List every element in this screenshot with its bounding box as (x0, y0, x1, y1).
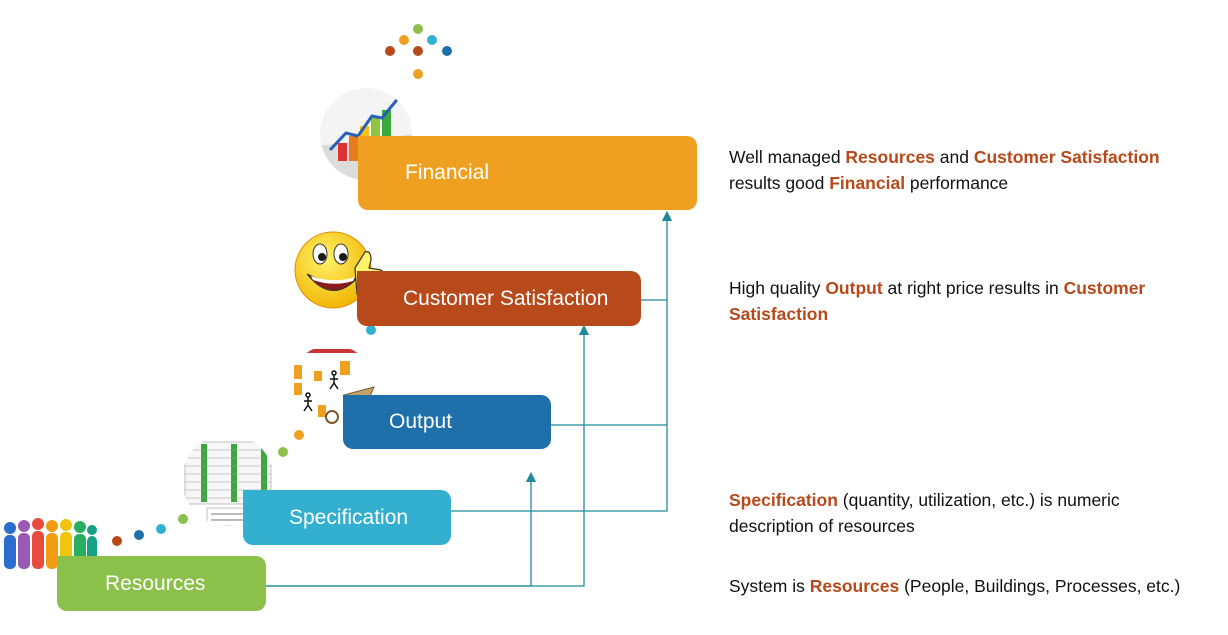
desc-highlight: Specification (729, 490, 838, 510)
desc-highlight: Resources (845, 147, 935, 167)
box-financial: Financial (358, 136, 697, 210)
description-specification: Specification (quantity, utilization, et… (729, 487, 1209, 539)
description-resources: System is Resources (People, Buildings, … (729, 573, 1219, 599)
box-resources-label: Resources (105, 571, 206, 595)
box-resources: Resources (57, 556, 266, 611)
desc-text: results good (729, 173, 830, 193)
desc-highlight: Financial (829, 173, 906, 193)
numbers-table-icon (182, 434, 274, 526)
desc-highlight: Customer Satisfaction (729, 278, 1146, 324)
connector-spec-financial (451, 210, 673, 512)
box-output-label: Output (389, 410, 453, 433)
box-specification: Specification (243, 490, 451, 545)
desc-highlight: Customer Satisfaction (973, 147, 1160, 167)
desc-highlight: Output (825, 278, 883, 298)
desc-text: performance (905, 173, 1009, 193)
desc-text: (People, Buildings, Processes, etc.) (899, 576, 1181, 596)
box-financial-label: Financial (405, 161, 490, 184)
desc-text: Well managed (729, 147, 846, 167)
box-customer-label: Customer Satisfaction (403, 286, 609, 310)
desc-text: System is (729, 576, 810, 596)
connector-resources-customer (266, 324, 590, 587)
box-customer-satisfaction: Customer Satisfaction (357, 271, 641, 326)
box-specification-label: Specification (289, 505, 409, 529)
smiley-thumbs-up-icon (294, 231, 385, 317)
desc-highlight: Resources (809, 576, 900, 596)
description-financial: Well managed Resources and Customer Sati… (729, 144, 1209, 196)
desc-text: and (934, 147, 974, 167)
dot-trail (112, 24, 452, 546)
box-output: Output (343, 395, 551, 449)
desc-text: at right price results in (882, 278, 1064, 298)
desc-text: High quality (729, 278, 826, 298)
description-customer: High quality Output at right price resul… (729, 275, 1209, 327)
desc-text: (quantity, utilization, etc.) is numeric… (729, 490, 1120, 536)
